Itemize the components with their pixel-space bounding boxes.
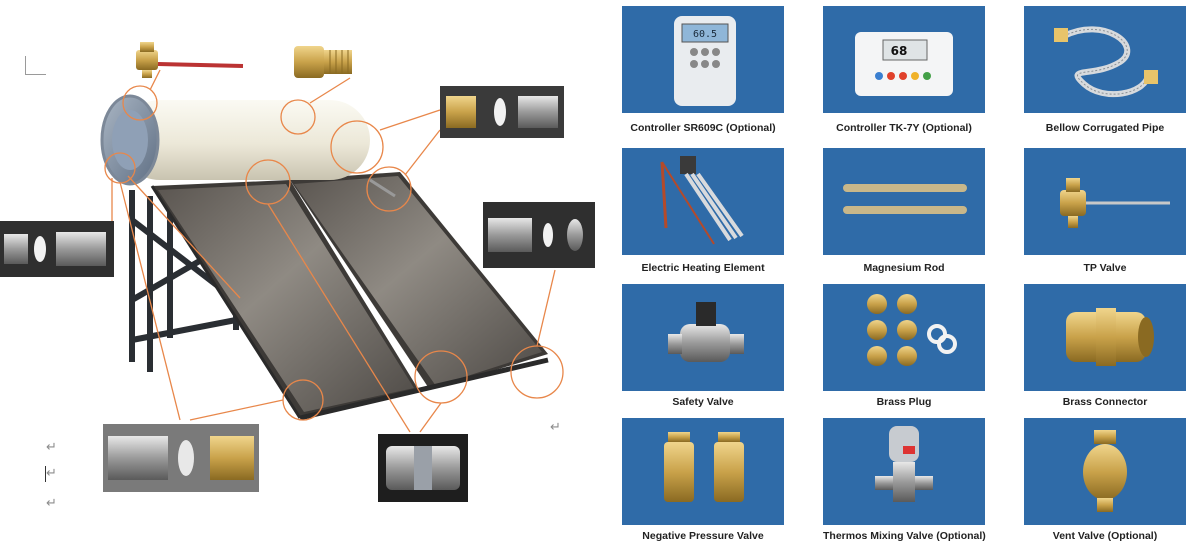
- brass-connector-icon: [1066, 308, 1154, 366]
- product-tile: [823, 148, 985, 255]
- product-tile: [622, 284, 784, 391]
- product-tile: [1024, 6, 1186, 113]
- brass-fitting-photo: [294, 46, 352, 78]
- fitting-inset-left: [0, 221, 114, 277]
- safety-valve-icon: [668, 302, 744, 362]
- product-card[interactable]: Bellow Corrugated Pipe: [1024, 6, 1186, 134]
- heating-element-icon: [660, 156, 744, 245]
- product-tile: 68: [823, 6, 985, 113]
- brass-plug-icon: [867, 294, 957, 366]
- product-label: Brass Connector: [1062, 396, 1148, 408]
- product-tile: [823, 284, 985, 391]
- product-label: TP Valve: [1083, 262, 1127, 274]
- controller-screen-readout: 68: [891, 44, 908, 58]
- margin-corner-mark: [25, 56, 46, 75]
- product-tile: [622, 418, 784, 525]
- paragraph-mark: ↵: [46, 466, 57, 481]
- product-label: Thermos Mixing Valve (Optional): [823, 530, 986, 542]
- product-tile: [622, 148, 784, 255]
- controller-sr609c-icon: 60.5: [674, 16, 736, 106]
- product-tile: [1024, 418, 1186, 525]
- product-card[interactable]: Thermos Mixing Valve (Optional): [823, 418, 986, 542]
- product-card[interactable]: TP Valve: [1024, 148, 1186, 274]
- product-tile: [823, 418, 985, 525]
- mixing-valve-icon: [875, 426, 933, 502]
- product-label: Bellow Corrugated Pipe: [1045, 122, 1165, 134]
- product-label: Electric Heating Element: [641, 262, 765, 274]
- tp-valve-photo: [136, 42, 244, 78]
- product-label: Brass Plug: [876, 396, 932, 408]
- product-label: Controller TK-7Y (Optional): [836, 122, 972, 134]
- product-card[interactable]: Vent Valve (Optional): [1024, 418, 1186, 542]
- product-tile: [1024, 148, 1186, 255]
- product-card[interactable]: Negative Pressure Valve: [622, 418, 784, 542]
- corrugated-pipe-icon: [1054, 26, 1158, 98]
- controller-tk7y-icon: 68: [855, 32, 953, 96]
- product-label: Safety Valve: [672, 396, 734, 408]
- product-card[interactable]: Brass Connector: [1024, 284, 1186, 408]
- product-label: Controller SR609C (Optional): [630, 122, 776, 134]
- fitting-inset-top-right: [440, 86, 564, 138]
- negative-pressure-valve-icon: [664, 432, 744, 502]
- fitting-inset-bottom-left: [103, 424, 259, 492]
- product-card[interactable]: Safety Valve: [622, 284, 784, 408]
- product-label: Negative Pressure Valve: [642, 530, 764, 542]
- fitting-inset-right: [483, 202, 595, 268]
- fitting-inset-bottom-middle: [378, 434, 468, 502]
- solar-heater-illustration: [0, 42, 595, 502]
- accessory-grid: 60.5 Controller SR609C (Optional) 68 Con…: [618, 6, 1198, 546]
- product-tile: [1024, 284, 1186, 391]
- product-label: Vent Valve (Optional): [1052, 530, 1158, 542]
- product-card[interactable]: Magnesium Rod: [823, 148, 985, 274]
- product-card[interactable]: 60.5 Controller SR609C (Optional): [622, 6, 784, 134]
- product-label: Magnesium Rod: [863, 262, 945, 274]
- product-card[interactable]: Electric Heating Element: [622, 148, 784, 274]
- text-cursor: [45, 466, 46, 482]
- paragraph-mark: ↵: [46, 496, 57, 511]
- paragraph-mark: ↵: [550, 420, 561, 435]
- magnesium-rod-icon: [843, 184, 967, 214]
- paragraph-mark: ↵: [46, 440, 57, 455]
- product-card[interactable]: Brass Plug: [823, 284, 985, 408]
- tp-valve-icon: [1060, 178, 1170, 228]
- product-card[interactable]: 68 Controller TK-7Y (Optional): [823, 6, 985, 134]
- solar-heater-diagram: ↵ ↵ ↵ ↵: [0, 42, 595, 511]
- product-tile: 60.5: [622, 6, 784, 113]
- controller-screen-readout: 60.5: [693, 29, 717, 40]
- vent-valve-icon: [1083, 430, 1127, 512]
